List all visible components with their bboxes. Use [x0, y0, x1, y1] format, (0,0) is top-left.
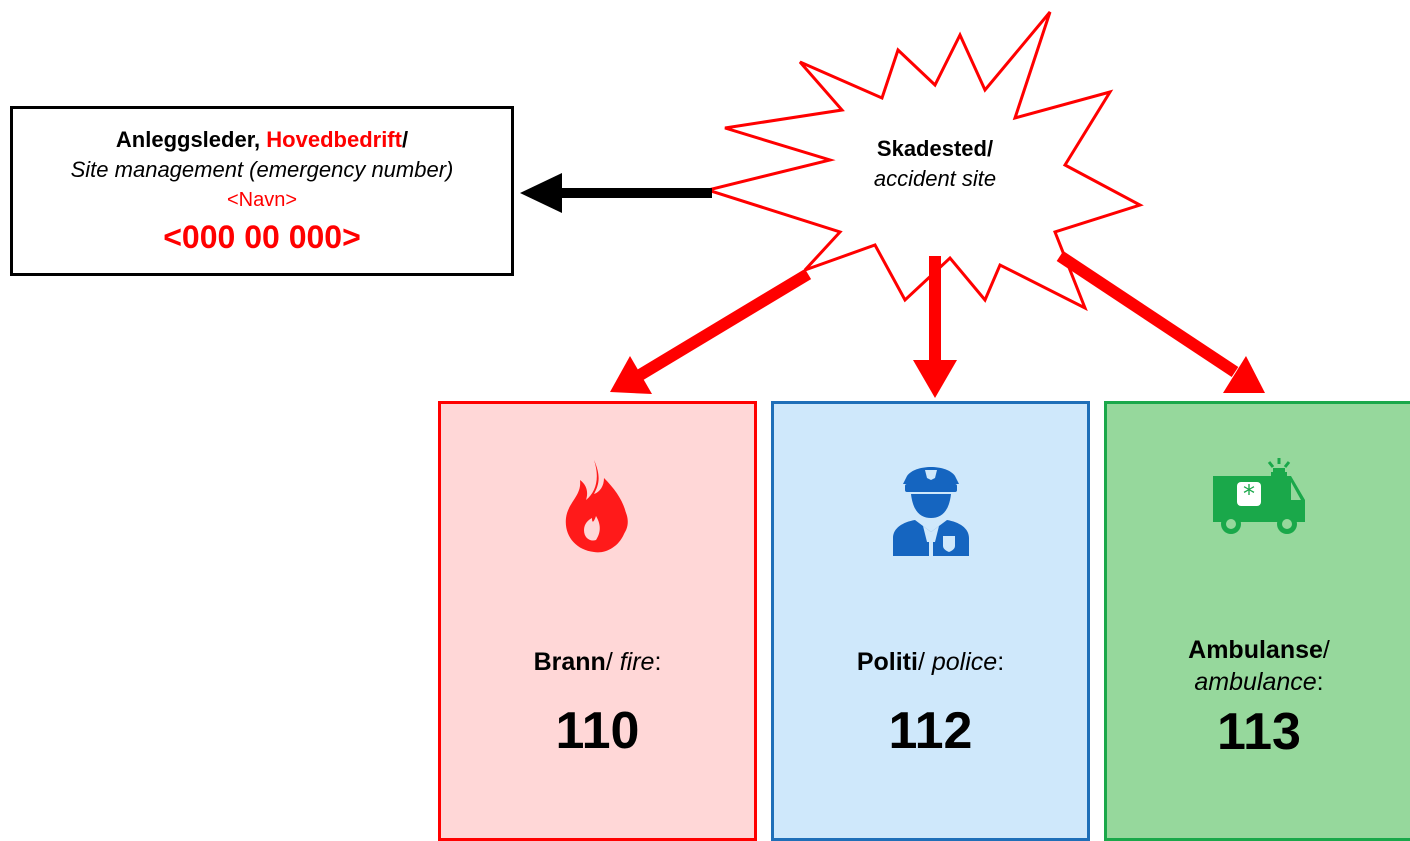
accident-title: Skadested/ — [876, 136, 994, 161]
police-service-box: Politi/ police: 112 — [771, 401, 1090, 841]
fire-label: Brann/ fire: — [533, 648, 662, 676]
site-management-box: Anleggsleder, Hovedbedrift/ Site managem… — [10, 106, 514, 276]
ambulance-label: Ambulanse/ambulance: — [1188, 636, 1330, 696]
fire-icon — [441, 456, 754, 556]
management-name-placeholder: <Navn> — [226, 189, 298, 211]
arrow-to-ambulance-head — [1223, 356, 1265, 393]
arrow-to-fire — [636, 268, 812, 381]
arrow-to-ambulance — [1056, 250, 1239, 378]
accident-subtitle: accident site — [873, 166, 997, 191]
fire-number: 110 — [555, 702, 640, 760]
connectors — [520, 11, 1265, 398]
management-title: Anleggsleder, Hovedbedrift/ — [115, 127, 409, 152]
ambulance-icon: * — [1107, 456, 1410, 556]
fire-service-box: Brann/ fire: 110 — [438, 401, 757, 841]
arrow-to-management-head — [520, 173, 562, 213]
arrow-to-fire-head — [610, 356, 652, 394]
main-company-label: Hovedbedrift — [266, 127, 402, 152]
police-number: 112 — [888, 702, 973, 760]
police-label: Politi/ police: — [856, 648, 1005, 676]
svg-text:*: * — [1243, 480, 1255, 508]
arrow-to-police-head — [913, 360, 957, 398]
ambulance-service-box: * Ambulanse/ambulance: 113 — [1104, 401, 1410, 841]
accident-site-label: Skadested/ accident site — [810, 134, 1060, 194]
management-subtitle: Site management (emergency number) — [70, 157, 454, 182]
police-officer-icon — [774, 456, 1087, 556]
ambulance-number: 113 — [1217, 703, 1301, 761]
management-phone-placeholder: <000 00 000> — [163, 219, 361, 255]
